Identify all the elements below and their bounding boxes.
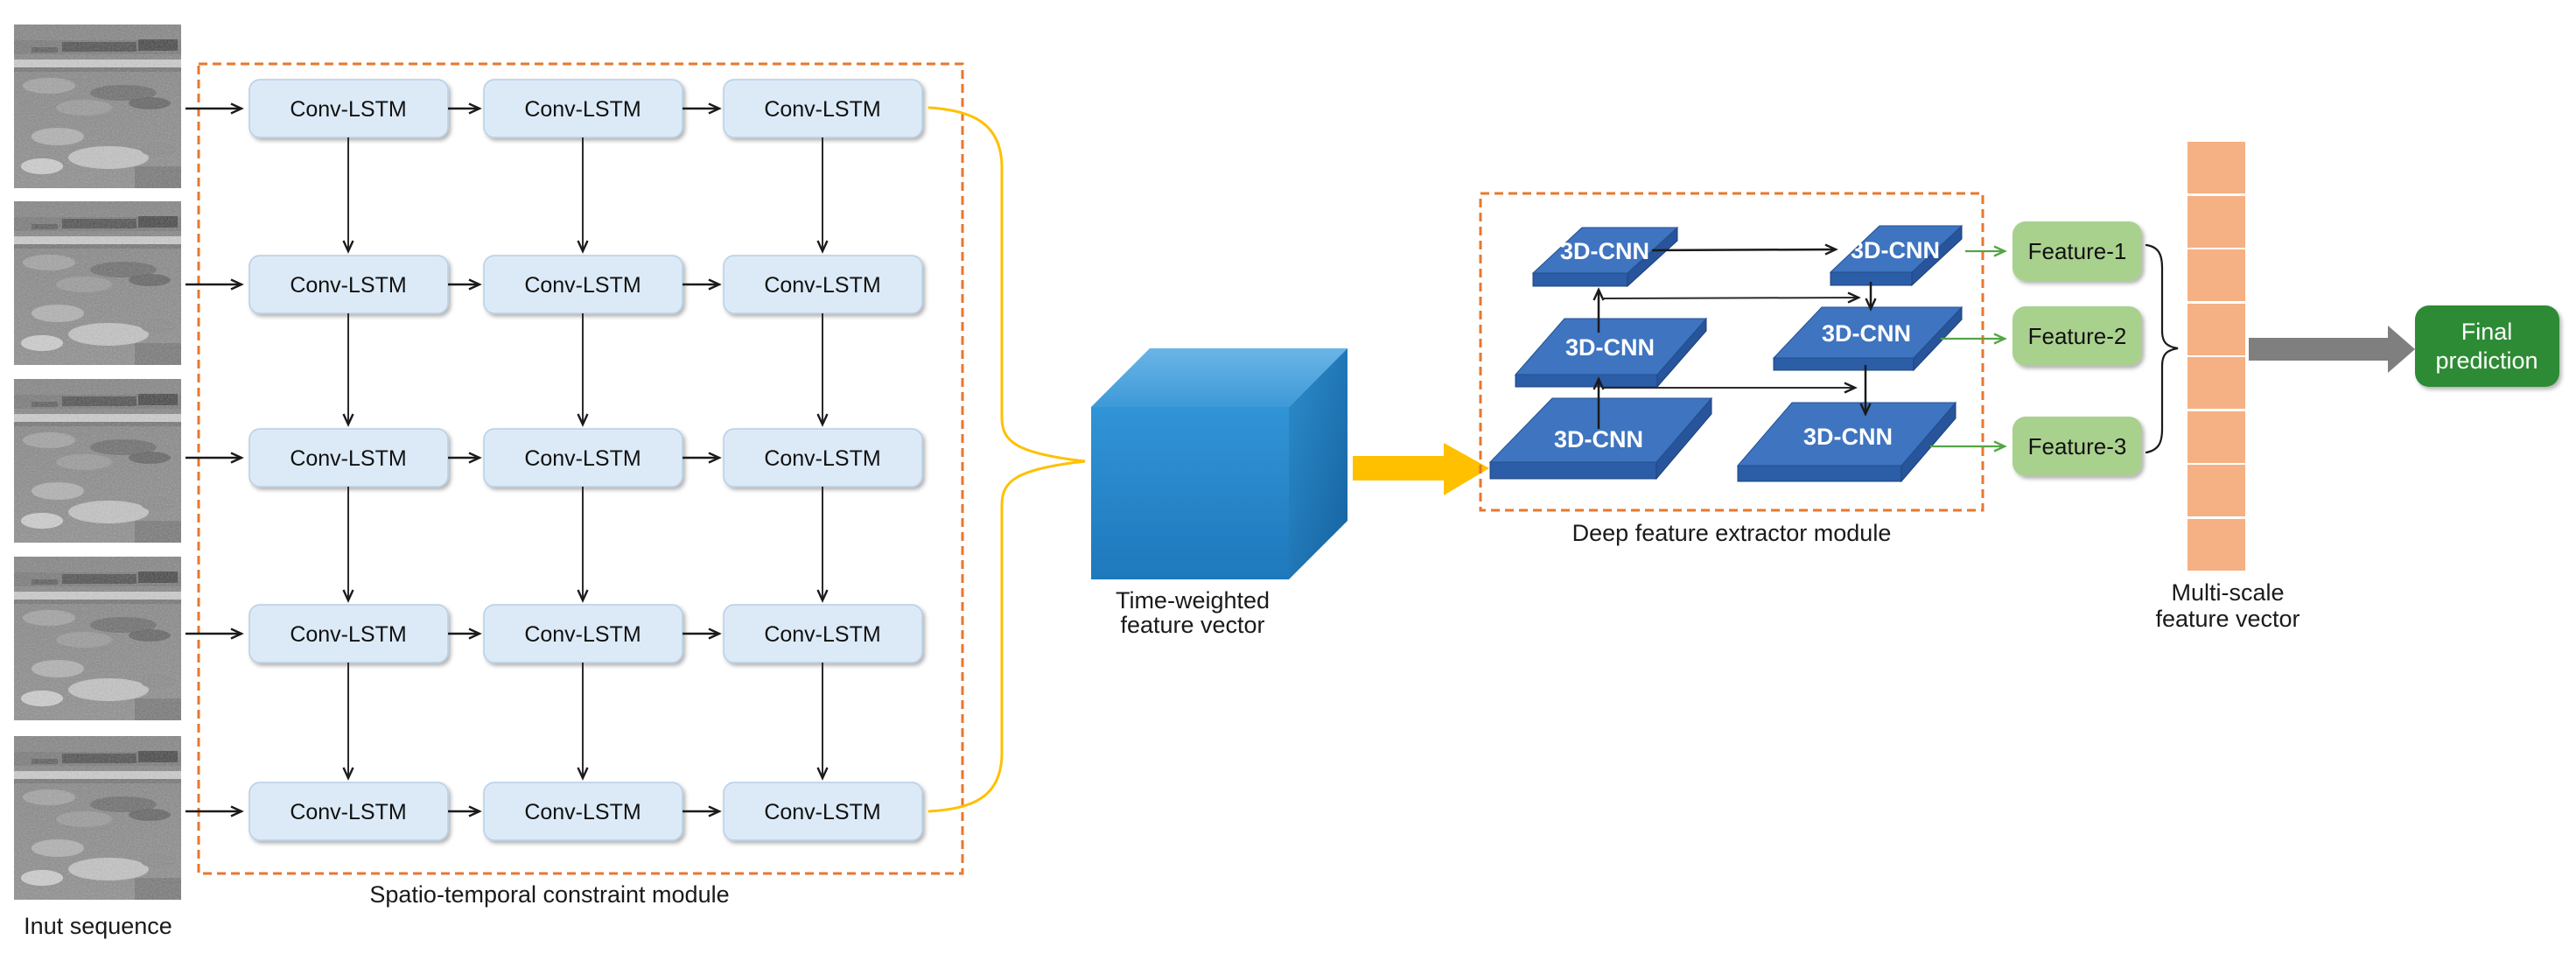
spatio-temporal-label: Spatio-temporal constraint module	[369, 881, 729, 908]
slab-top	[1772, 306, 1964, 359]
multi-scale-cell-8	[2188, 519, 2245, 571]
multi-scale-cell-4	[2188, 304, 2245, 355]
slab-top	[1736, 402, 1957, 466]
arrow-tl-to-tr	[1651, 249, 1836, 250]
cnn-slab-mid-right: 3D-CNN	[1772, 305, 1964, 372]
deep-feature-border	[1479, 192, 1984, 512]
time-weighted-cube: Time-weighted feature vector	[1091, 348, 1348, 638]
multi-scale-cell-7	[2188, 465, 2245, 516]
final-prediction-line2: prediction	[2435, 347, 2538, 374]
conv-lstm-label: Conv-LSTM	[290, 446, 406, 471]
multi-scale-label-line2: feature vector	[2155, 606, 2300, 632]
feature-boxes: Feature-1 Feature-2 Feature-3	[2012, 221, 2179, 476]
conv-lstm-label: Conv-LSTM	[524, 622, 640, 647]
multi-scale-cell-1	[2188, 142, 2245, 193]
slab-front	[1773, 357, 1914, 371]
cnn-slab-label: 3D-CNN	[1565, 334, 1655, 361]
cube-top-face	[1091, 348, 1348, 407]
conv-lstm-label: Conv-LSTM	[764, 800, 880, 824]
feature-3-label: Feature-3	[2028, 433, 2127, 459]
conv-lstm-label: Conv-LSTM	[524, 273, 640, 298]
input-frame-5	[14, 736, 181, 900]
conv-lstm-label: Conv-LSTM	[764, 273, 880, 298]
feature-brace	[2145, 243, 2179, 454]
cnn-slab-label: 3D-CNN	[1851, 237, 1940, 263]
multi-scale-cell-2	[2188, 196, 2245, 248]
cnn-slab-top-left: 3D-CNN	[1531, 226, 1679, 288]
cnn-slab-bottom-left: 3D-CNN	[1488, 396, 1713, 481]
slab-front	[1515, 374, 1658, 388]
slab-top	[1514, 318, 1708, 375]
conv-lstm-label: Conv-LSTM	[524, 446, 640, 471]
input-frame-2	[14, 201, 181, 365]
input-sequence: Inut sequence	[14, 25, 181, 939]
multi-scale-cell-3	[2188, 249, 2245, 301]
gather-brace	[928, 106, 1086, 813]
input-sequence-label: Inut sequence	[24, 913, 172, 939]
final-arrow-gray	[2249, 326, 2415, 373]
conv-lstm-label: Conv-LSTM	[524, 800, 640, 824]
conv-lstm-label: Conv-LSTM	[524, 97, 640, 122]
flow-arrow-yellow	[1353, 443, 1489, 495]
final-prediction-line1: Final	[2461, 319, 2513, 345]
cnn-slab-mid-left: 3D-CNN	[1514, 317, 1708, 389]
conv-lstm-box-r5c3	[723, 782, 923, 841]
final-prediction: Final prediction	[2415, 305, 2559, 387]
deep-feature-label: Deep feature extractor module	[1572, 520, 1892, 546]
conv-lstm-label: Conv-LSTM	[290, 800, 406, 824]
cnn-slab-label: 3D-CNN	[1822, 320, 1911, 347]
feature-1-box	[2012, 221, 2142, 281]
final-prediction-box	[2415, 305, 2559, 387]
conv-lstm-label: Conv-LSTM	[764, 97, 880, 122]
conv-lstm-label: Conv-LSTM	[764, 446, 880, 471]
feature-1-label: Feature-1	[2028, 238, 2127, 264]
slab-front	[1737, 465, 1902, 482]
multi-scale-cell-5	[2188, 357, 2245, 409]
input-frame-3	[14, 379, 181, 543]
deep-feature-module: Deep feature extractor module 3D-CNN 3D-…	[1479, 192, 1984, 546]
input-frame-1	[14, 25, 181, 188]
multi-scale-vector: Multi-scale feature vector	[2155, 142, 2300, 632]
cnn-slab-label: 3D-CNN	[1554, 426, 1643, 452]
conv-lstm-label: Conv-LSTM	[764, 622, 880, 647]
spatio-temporal-border	[197, 62, 964, 875]
conv-lstm-label: Conv-LSTM	[290, 273, 406, 298]
cube-side-face	[1289, 348, 1348, 579]
multi-scale-label-line1: Multi-scale	[2171, 579, 2284, 606]
input-frame-4	[14, 557, 181, 720]
cnn-slab-top-right: 3D-CNN	[1829, 224, 1964, 287]
feature-2-label: Feature-2	[2028, 323, 2127, 349]
slab-front	[1532, 272, 1628, 287]
cube-front-face	[1091, 407, 1289, 579]
spatio-temporal-module: Spatio-temporal constraint module Conv-L…	[186, 62, 964, 908]
feature-3-box	[2012, 417, 2142, 476]
multi-scale-cell-6	[2188, 411, 2245, 463]
slab-front	[1489, 461, 1657, 480]
slab-top	[1531, 227, 1679, 274]
feature-2-box	[2012, 306, 2142, 366]
cnn-slab-label: 3D-CNN	[1560, 238, 1649, 264]
cube-label-line2: feature vector	[1120, 612, 1264, 638]
cube-label-line1: Time-weighted	[1116, 587, 1270, 614]
slab-top	[1488, 397, 1713, 463]
cnn-slab-label: 3D-CNN	[1803, 424, 1893, 450]
conv-lstm-label: Conv-LSTM	[290, 97, 406, 122]
slab-top	[1829, 225, 1964, 273]
conv-lstm-label: Conv-LSTM	[290, 622, 406, 647]
cnn-slab-bottom-right: 3D-CNN	[1736, 401, 1957, 483]
